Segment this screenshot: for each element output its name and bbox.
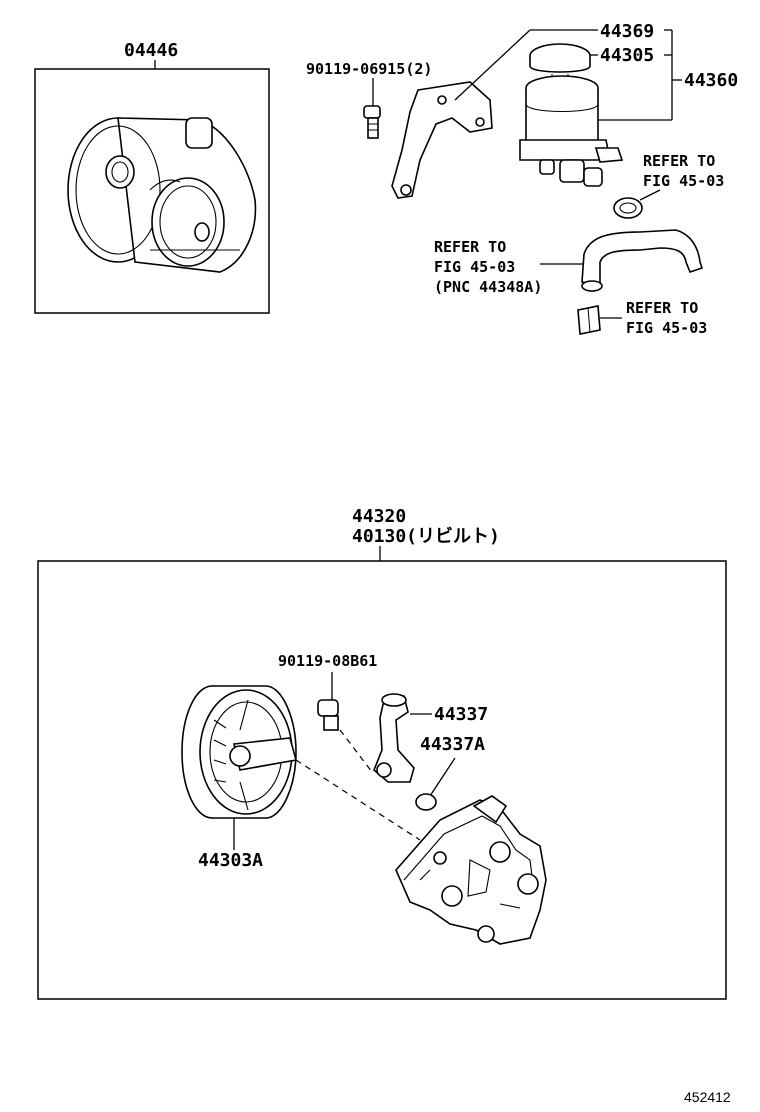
label-reservoir-assy: 44360 xyxy=(684,70,738,91)
dash-pulley-shaft xyxy=(295,759,421,841)
hose-clamp-icon xyxy=(613,197,643,219)
dash-union-bolt xyxy=(339,729,373,773)
label-refer-hose-1: REFER TO xyxy=(434,238,506,256)
label-union-pipe: 44337 xyxy=(434,704,488,725)
label-refer-top-1: REFER TO xyxy=(643,152,715,170)
bolt-icon-union xyxy=(317,699,339,731)
leader-refer-top xyxy=(639,189,661,201)
pump-assy-box xyxy=(37,560,727,1000)
seal-kit-group: 04446 xyxy=(34,40,270,314)
label-union-bolt: 90119-08B61 xyxy=(278,652,377,670)
reservoir-group: 90119-06915(2) 44369 44305 44360 xyxy=(306,21,738,337)
union-pipe-icon xyxy=(373,693,415,783)
pulley-icon xyxy=(181,685,298,819)
label-pulley: 44303A xyxy=(198,850,263,871)
hose-icon xyxy=(581,229,704,292)
label-pump-assy: 44320 xyxy=(352,506,406,527)
reservoir-cap-icon xyxy=(529,43,591,86)
label-refer-clip-1: REFER TO xyxy=(626,299,698,317)
label-kit-seal: 04446 xyxy=(124,40,178,61)
label-bolt-bracket: 90119-06915(2) xyxy=(306,60,432,78)
label-pump-reman: 40130(リビルト) xyxy=(352,526,500,547)
label-refer-clip-2: FIG 45-03 xyxy=(626,319,707,337)
leader-union-oring xyxy=(429,757,456,797)
label-cap: 44305 xyxy=(600,45,654,66)
label-refer-top-2: FIG 45-03 xyxy=(643,172,724,190)
leader-bracket-to-44369 xyxy=(454,29,531,101)
pump-seal-kit-icon xyxy=(67,117,257,273)
label-cap-gasket: 44369 xyxy=(600,21,654,42)
reservoir-bracket-icon xyxy=(391,81,493,199)
label-union-oring: 44337A xyxy=(420,734,485,755)
figure-id: 452412 xyxy=(684,1089,731,1105)
seal-kit-box xyxy=(34,68,270,314)
bolt-icon xyxy=(363,105,381,139)
label-refer-hose-3: (PNC 44348A) xyxy=(434,278,542,296)
power-steering-pump-icon xyxy=(395,795,547,945)
o-ring-icon xyxy=(415,793,437,811)
label-refer-hose-2: FIG 45-03 xyxy=(434,258,515,276)
clip-icon xyxy=(577,305,601,335)
oil-reservoir-icon xyxy=(519,75,624,187)
pump-assy-group: 44320 40130(リビルト) 90119-08B61 44337 4433… xyxy=(37,506,727,1000)
